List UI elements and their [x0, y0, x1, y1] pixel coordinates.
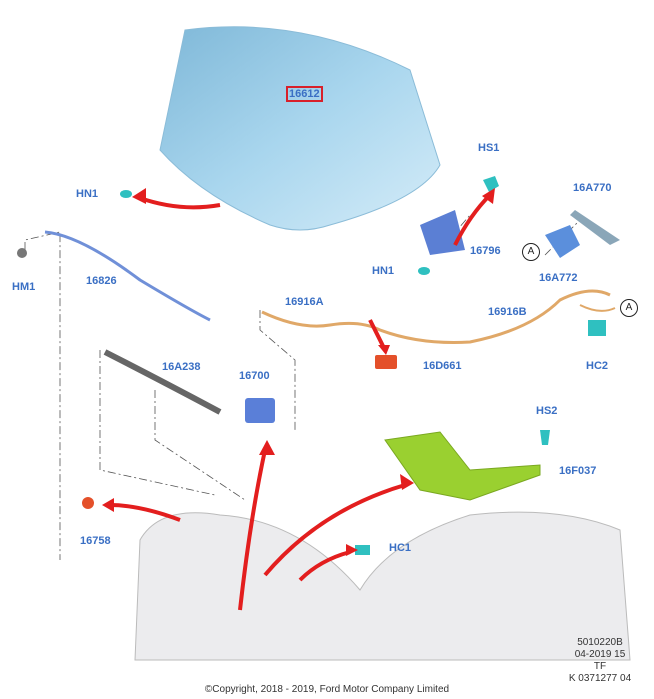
hood-panel	[159, 26, 441, 231]
part-label-16796[interactable]: 16796	[470, 245, 501, 257]
connector-ref-a-2: A	[620, 299, 638, 317]
part-label-hm1[interactable]: HM1	[12, 281, 36, 293]
part-16A770	[570, 210, 620, 245]
copyright: ©Copyright, 2018 - 2019, Ford Motor Comp…	[204, 684, 450, 695]
part-label-16d661[interactable]: 16D661	[423, 360, 462, 372]
drawing-meta: 5010220B 04-2019 15 TF K 0371277 04	[560, 637, 640, 685]
latch-16700	[245, 398, 275, 423]
part-label-16758[interactable]: 16758	[80, 535, 111, 547]
screw-HS2	[540, 430, 550, 445]
meta-line: TF	[593, 661, 607, 672]
bumper-16D661	[375, 355, 397, 369]
meta-line: 04-2019 15	[574, 649, 626, 660]
part-16758	[82, 497, 94, 509]
part-label-hn1[interactable]: HN1	[76, 188, 99, 200]
clip-HN1	[120, 190, 132, 198]
leader-lines	[24, 214, 581, 560]
front-end-body	[134, 511, 631, 661]
release-cable	[261, 289, 611, 344]
part-label-hc1[interactable]: HC1	[389, 542, 412, 554]
part-label-16916a[interactable]: 16916A	[285, 296, 324, 308]
meta-line: 5010220B	[577, 637, 623, 648]
part-label-16a770[interactable]: 16A770	[573, 182, 612, 194]
part-label-hs2[interactable]: HS2	[536, 405, 558, 417]
part-label-16826[interactable]: 16826	[86, 275, 117, 287]
part-label-hn1-lower[interactable]: HN1	[372, 265, 395, 277]
connector-ref-a: A	[522, 243, 540, 261]
bracket-16F037	[384, 431, 541, 501]
seal-strip	[103, 349, 222, 415]
hood-prop-rod	[44, 230, 211, 322]
clip-HC1	[355, 545, 370, 555]
part-label-16700[interactable]: 16700	[239, 370, 270, 382]
part-label-16f037[interactable]: 16F037	[559, 465, 597, 477]
meta-line: K 0371277 04	[568, 673, 632, 684]
part-label-16a238[interactable]: 16A238	[162, 361, 201, 373]
clip-HC2	[588, 320, 606, 336]
part-label-16612[interactable]: 16612	[286, 86, 323, 102]
hinge-16796	[420, 210, 465, 255]
part-label-hs1[interactable]: HS1	[478, 142, 500, 154]
clip-HS1	[483, 176, 499, 192]
part-label-hc2[interactable]: HC2	[586, 360, 609, 372]
part-label-16a772[interactable]: 16A772	[539, 272, 578, 284]
part-16A772	[545, 225, 580, 258]
part-label-16916b[interactable]: 16916B	[488, 306, 527, 318]
